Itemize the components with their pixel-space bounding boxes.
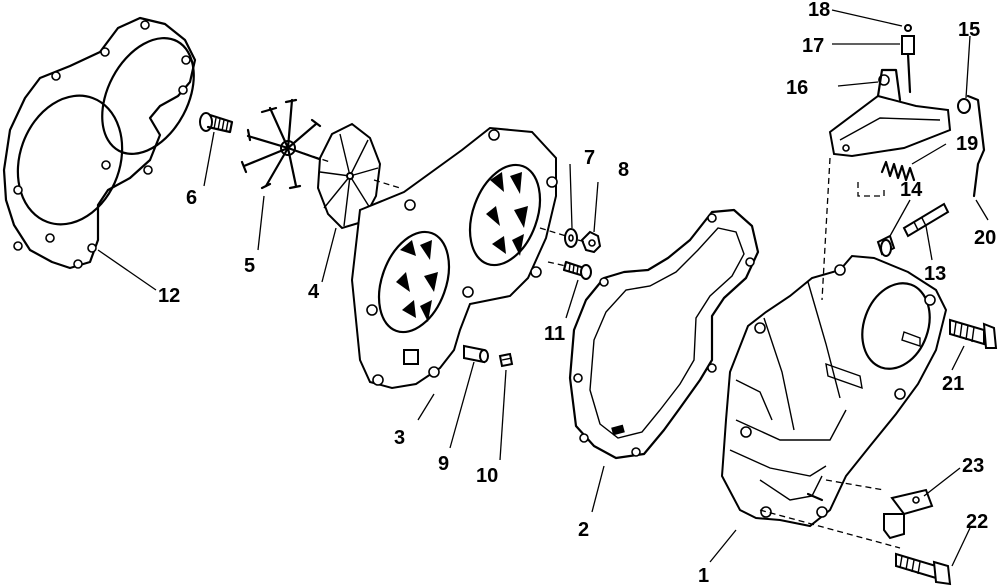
- callout-13: 13: [924, 263, 946, 285]
- callout-8: 8: [618, 159, 629, 181]
- callout-4: 4: [308, 281, 320, 303]
- callout-11: 11: [544, 323, 565, 345]
- assembly-lines: [293, 149, 901, 549]
- callout-23: 23: [962, 455, 984, 477]
- part-1-housing: [720, 254, 948, 528]
- leader-lines: [97, 9, 989, 567]
- callout-22: 22: [966, 511, 988, 533]
- part-22-bolt: [895, 552, 952, 586]
- part-2-gasket: [568, 208, 760, 460]
- part-7-washer: [564, 228, 578, 248]
- part-5-star-valve: [240, 98, 326, 190]
- part-20-link-rod: [966, 94, 986, 198]
- callout-1: 1: [698, 565, 709, 586]
- callout-15: 15: [958, 19, 980, 41]
- part-14-valve-seat: [876, 234, 896, 257]
- part-21-bolt: [949, 318, 998, 349]
- part-19-spring: [880, 160, 916, 182]
- callout-6: 6: [186, 187, 197, 209]
- part-10-screw: [498, 352, 514, 368]
- callout-19: 19: [956, 133, 978, 155]
- part-18-ball: [904, 24, 912, 32]
- part-11-screw: [562, 260, 592, 280]
- callout-5: 5: [244, 255, 255, 277]
- part-13-valve-pin: [902, 202, 950, 238]
- callout-21: 21: [942, 373, 964, 395]
- part-6-screw: [199, 112, 234, 134]
- callout-18: 18: [808, 0, 830, 21]
- part-9-pin: [463, 344, 489, 364]
- part-23-clip: [883, 488, 934, 540]
- callout-20: 20: [974, 227, 996, 249]
- callout-10: 10: [476, 465, 498, 487]
- part-16-lever: [828, 68, 952, 158]
- callout-9: 9: [438, 453, 449, 475]
- callout-12: 12: [158, 285, 180, 307]
- callout-14: 14: [900, 179, 923, 201]
- part-3-pump-body: [350, 126, 558, 390]
- callout-17: 17: [802, 35, 824, 57]
- part-15-cap: [957, 98, 971, 114]
- part-12-gasket: [2, 16, 197, 270]
- part-17-sleeve: [901, 35, 915, 94]
- callout-16: 16: [786, 77, 808, 99]
- callout-3: 3: [394, 427, 405, 449]
- callout-7: 7: [584, 147, 595, 169]
- part-4-impeller-disc: [316, 122, 382, 230]
- callout-labels: 12 6 5 4 3 9 10 7 8 11 2 1 18 17 16 15 1…: [158, 0, 996, 586]
- part-8-nut: [580, 230, 602, 254]
- callout-2: 2: [578, 519, 589, 541]
